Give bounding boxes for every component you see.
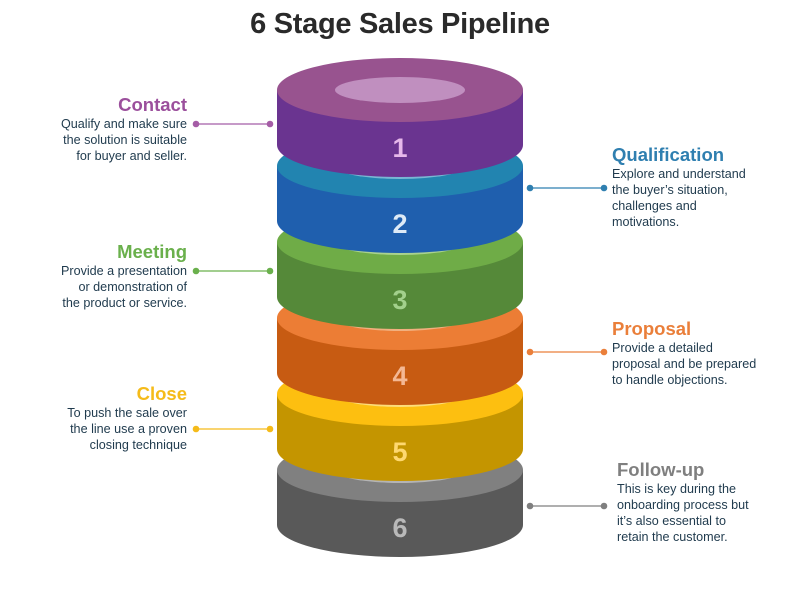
stage-name: Contact bbox=[118, 94, 187, 115]
connector-dot bbox=[266, 425, 274, 433]
stage-description: Qualify and make sure the solution is su… bbox=[0, 116, 187, 164]
page-title: 6 Stage Sales Pipeline bbox=[250, 8, 550, 40]
stage-description: Explore and understand the buyer’s situa… bbox=[612, 166, 800, 230]
description-line: the buyer’s situation, bbox=[612, 183, 728, 197]
stage-description: Provide a detailed proposal and be prepa… bbox=[612, 340, 800, 388]
connector-4 bbox=[526, 348, 608, 356]
connector-dot bbox=[192, 267, 200, 275]
connector-dot bbox=[526, 348, 534, 356]
stage-name: Qualification bbox=[612, 144, 725, 165]
connector-dot bbox=[266, 267, 274, 275]
stage-contact: Contact Qualify and make sure the soluti… bbox=[0, 94, 187, 164]
connector-3 bbox=[192, 267, 274, 275]
connector-dot bbox=[526, 502, 534, 510]
connector-dot bbox=[526, 184, 534, 192]
stage-description: To push the sale over the line use a pro… bbox=[0, 405, 187, 453]
stage-meeting: Meeting Provide a presentation or demons… bbox=[0, 241, 187, 311]
stage-name: Meeting bbox=[117, 241, 187, 262]
stage-number: 4 bbox=[392, 361, 407, 391]
stage-follow-up: Follow-up This is key during the onboard… bbox=[617, 459, 800, 545]
description-line: retain the customer. bbox=[617, 530, 728, 544]
stage-number: 5 bbox=[392, 437, 407, 467]
stage-proposal: Proposal Provide a detailed proposal and… bbox=[612, 318, 800, 388]
stage-number: 3 bbox=[392, 285, 407, 315]
connector-1 bbox=[192, 120, 274, 128]
stage-close: Close To push the sale over the line use… bbox=[0, 383, 187, 453]
description-line: to handle objections. bbox=[612, 373, 728, 387]
disc-1: 1 bbox=[277, 58, 523, 177]
description-line: Provide a detailed bbox=[612, 341, 713, 355]
stage-name: Proposal bbox=[612, 318, 692, 339]
stage-number: 1 bbox=[392, 133, 407, 163]
description-line: it’s also essential to bbox=[617, 514, 726, 528]
stage-name: Follow-up bbox=[617, 459, 705, 480]
connector-dot bbox=[600, 502, 608, 510]
connector-dot bbox=[192, 425, 200, 433]
connector-dot bbox=[266, 120, 274, 128]
description-line: Explore and understand bbox=[612, 167, 746, 181]
description-line: the solution is suitable bbox=[63, 133, 187, 147]
description-line: To push the sale over bbox=[67, 406, 187, 420]
connector-2 bbox=[526, 184, 608, 192]
connector-dot bbox=[192, 120, 200, 128]
stage-description: Provide a presentation or demonstration … bbox=[0, 263, 187, 311]
description-line: for buyer and seller. bbox=[76, 149, 187, 163]
description-line: onboarding process but bbox=[617, 498, 749, 512]
stage-name: Close bbox=[136, 383, 187, 404]
disc-inner bbox=[335, 77, 465, 103]
connector-dot bbox=[600, 184, 608, 192]
description-line: the line use a proven bbox=[70, 422, 187, 436]
description-line: proposal and be prepared bbox=[612, 357, 757, 371]
connector-dot bbox=[600, 348, 608, 356]
description-line: Qualify and make sure bbox=[61, 117, 187, 131]
stage-description: This is key during the onboarding proces… bbox=[617, 481, 800, 545]
description-line: or demonstration of bbox=[78, 280, 187, 294]
connector-6 bbox=[526, 502, 608, 510]
description-line: Provide a presentation bbox=[60, 264, 187, 278]
description-line: motivations. bbox=[612, 215, 680, 229]
stage-number: 6 bbox=[392, 513, 407, 543]
connector-5 bbox=[192, 425, 274, 433]
stage-number: 2 bbox=[392, 209, 407, 239]
description-line: This is key during the bbox=[617, 482, 736, 496]
stage-qualification: Qualification Explore and understand the… bbox=[612, 144, 800, 230]
description-line: closing technique bbox=[89, 438, 187, 452]
description-line: the product or service. bbox=[62, 296, 187, 310]
description-line: challenges and bbox=[612, 199, 697, 213]
